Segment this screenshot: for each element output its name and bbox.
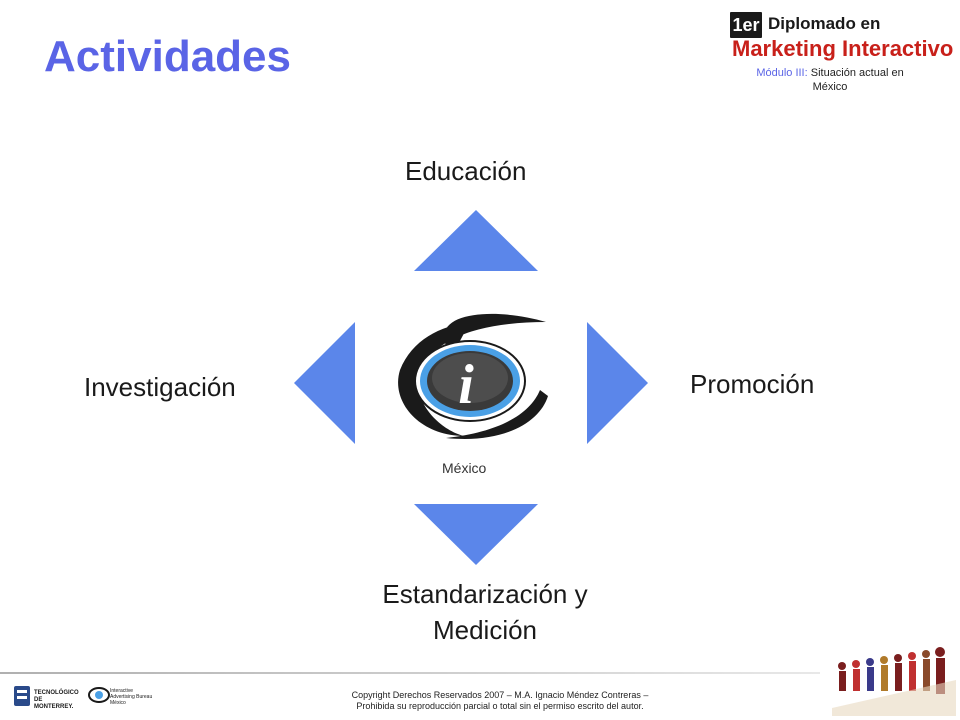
label-educacion: Educación: [405, 156, 527, 186]
module-text: Situación actual en: [810, 67, 904, 79]
brand-line2: Marketing Interactivo: [732, 36, 954, 61]
arrow-left: [294, 322, 355, 444]
label-promocion: Promoción: [690, 369, 815, 399]
page-title: Actividades: [44, 32, 291, 81]
label-investigacion: Investigación: [84, 372, 236, 402]
tec-shield-icon: [14, 686, 30, 706]
arrow-right: [587, 322, 648, 444]
copyright-line2: Prohibida su reproducción parcial o tota…: [356, 701, 644, 711]
course-brand: 1er Diplomado en Marketing Interactivo M…: [730, 10, 954, 94]
eye-info-icon: i: [398, 313, 548, 439]
module-caption: Módulo III: Situación actual en México: [730, 66, 930, 94]
info-glyph: i: [458, 354, 474, 416]
label-bottom-line2: Medición: [432, 615, 538, 645]
center-caption: México: [442, 460, 487, 476]
module-text2: México: [812, 81, 848, 93]
label-estandarizacion: Estandarización y Medición: [340, 576, 630, 648]
iab-logo: Interactive Advertising Bureau México: [88, 684, 158, 714]
iab-eye-icon: [88, 687, 110, 703]
brand-badge: 1er: [730, 12, 762, 38]
copyright-line1: Copyright Derechos Reservados 2007 – M.A…: [351, 690, 649, 700]
brand-line1: Diplomado en: [768, 14, 881, 33]
tec-logo: TECNOLÓGICO DE MONTERREY.: [12, 684, 82, 714]
iab-logo-text: Interactive Advertising Bureau México: [110, 688, 153, 706]
people-chain-icon: [832, 647, 956, 716]
tec-logo-text: TECNOLÓGICO DE MONTERREY.: [34, 690, 79, 710]
arrow-up: [414, 210, 538, 271]
arrow-down: [414, 504, 538, 565]
module-label: Módulo III:: [756, 67, 808, 79]
footer-divider: [0, 672, 820, 674]
copyright-notice: Copyright Derechos Reservados 2007 – M.A…: [320, 690, 680, 712]
label-bottom-line1: Estandarización y: [382, 579, 588, 609]
